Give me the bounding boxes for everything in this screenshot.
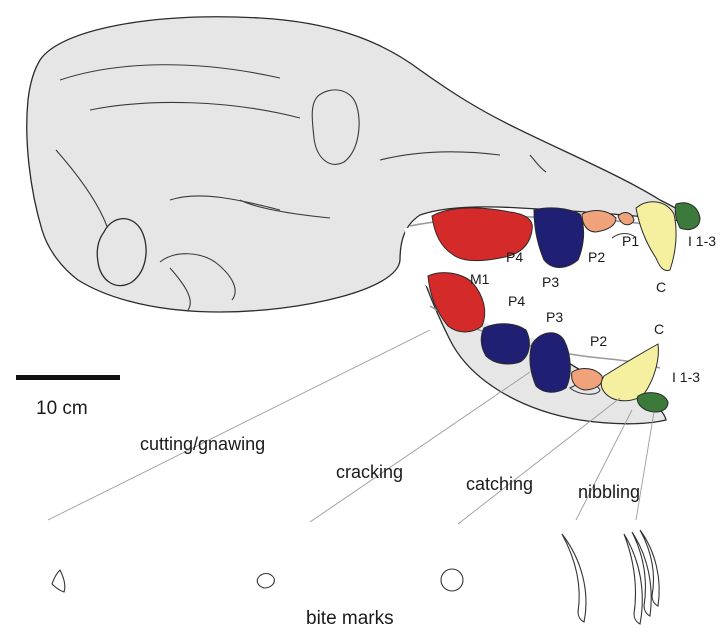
label-upper-incisors: I 1-3 bbox=[688, 233, 716, 249]
leader-cracking bbox=[310, 372, 530, 522]
bite-mark-cutting bbox=[52, 570, 65, 592]
label-lower-canine: C bbox=[654, 321, 664, 337]
tooth-upper-incisors bbox=[675, 203, 700, 230]
label-lower-p4: P4 bbox=[508, 293, 525, 309]
bite-mark-catching bbox=[441, 569, 463, 591]
tooth-lower-p2 bbox=[572, 369, 603, 390]
label-upper-p2: P2 bbox=[588, 249, 605, 265]
label-lower-m1: M1 bbox=[470, 271, 490, 287]
label-lower-p3: P3 bbox=[546, 309, 563, 325]
scale-bar-line bbox=[16, 375, 120, 380]
bite-mark-nibbling-single bbox=[562, 534, 586, 622]
leader-nibbling-1 bbox=[576, 410, 632, 520]
label-lower-incisors: I 1-3 bbox=[672, 369, 700, 385]
label-upper-p1: P1 bbox=[622, 233, 639, 249]
tooth-lower-p3 bbox=[530, 333, 570, 393]
upper-dentition bbox=[432, 202, 700, 271]
scale-bar-label: 10 cm bbox=[36, 398, 88, 419]
label-upper-p4: P4 bbox=[506, 249, 523, 265]
leader-catching bbox=[458, 398, 620, 524]
label-nibbling: nibbling bbox=[578, 482, 640, 502]
leader-nibbling-2 bbox=[636, 412, 654, 520]
scale-bar: 10 cm bbox=[16, 375, 120, 419]
function-labels: cutting/gnawing cracking catching nibbli… bbox=[140, 434, 640, 502]
label-upper-canine: C bbox=[656, 279, 666, 295]
leader-cutting bbox=[48, 330, 430, 520]
bite-marks-title: bite marks bbox=[306, 608, 394, 629]
label-upper-p3: P3 bbox=[542, 274, 559, 290]
label-cracking: cracking bbox=[336, 462, 403, 482]
label-lower-p2: P2 bbox=[590, 333, 607, 349]
tooth-lower-p4 bbox=[481, 324, 529, 364]
label-catching: catching bbox=[466, 474, 533, 494]
bite-mark-cracking bbox=[257, 574, 274, 589]
label-cutting-gnawing: cutting/gnawing bbox=[140, 434, 265, 454]
